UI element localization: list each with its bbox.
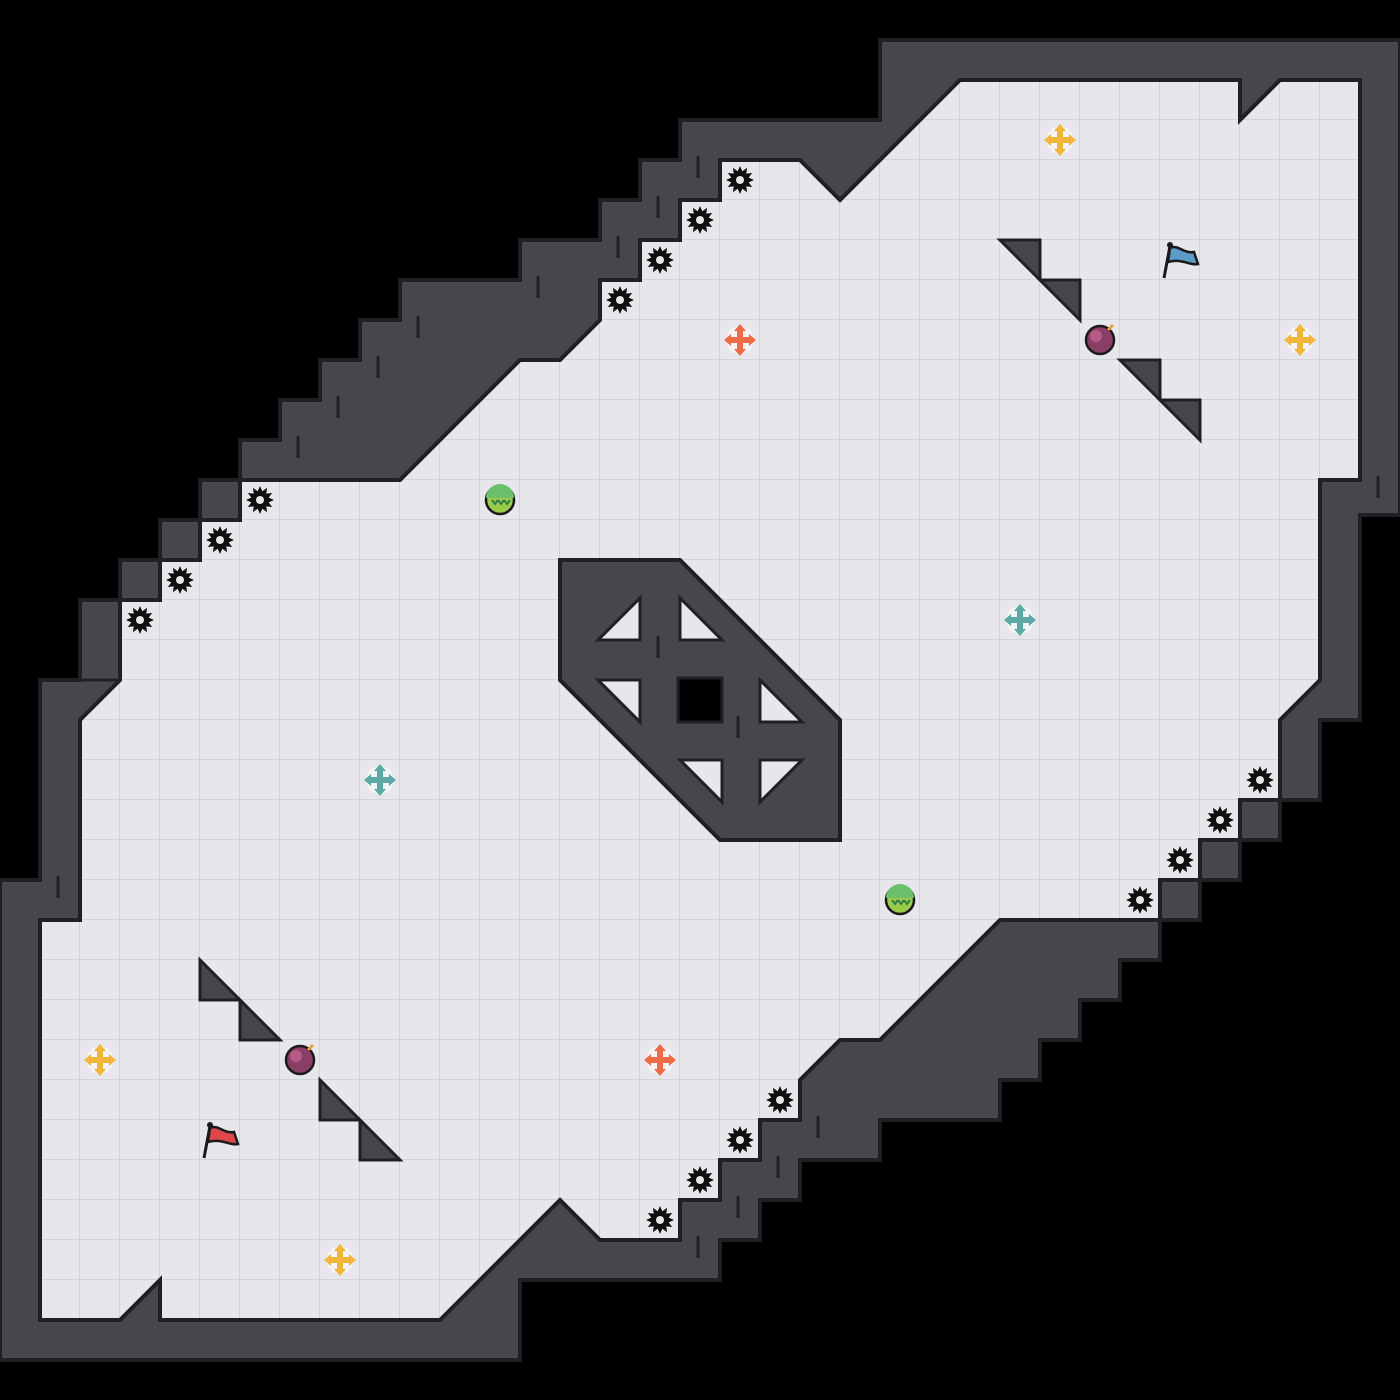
spike-icon — [686, 1166, 714, 1194]
spike-icon — [1246, 766, 1274, 794]
spike-hazards — [126, 166, 1274, 1234]
bombs — [284, 323, 1116, 1076]
floor-ramps — [198, 238, 1202, 1162]
spike-icon — [686, 206, 714, 234]
move-arrows-icon — [84, 1044, 116, 1076]
spike-icon — [726, 1126, 754, 1154]
move-arrows-icon — [644, 1044, 676, 1076]
bomb-icon — [284, 1043, 316, 1076]
spike-icon — [206, 526, 234, 554]
move-arrows-icon — [364, 764, 396, 796]
move-arrows-icon — [1004, 604, 1036, 636]
spike-icon — [606, 286, 634, 314]
center-obstacle — [558, 558, 842, 842]
move-arrows-icon — [1044, 124, 1076, 156]
move-arrows-icon — [324, 1244, 356, 1276]
spike-icon — [646, 246, 674, 274]
blue-flag-icon — [1162, 242, 1200, 279]
bomb-icon — [1084, 323, 1116, 356]
spike-icon — [166, 566, 194, 594]
move-arrows-icon — [1284, 324, 1316, 356]
wall-blocks — [118, 478, 1282, 922]
spike-icon — [646, 1206, 674, 1234]
spike-icon — [1126, 886, 1154, 914]
boosters — [484, 484, 916, 916]
flags — [202, 242, 1200, 1159]
spike-icon — [126, 606, 154, 634]
spike-icon — [246, 486, 274, 514]
move-arrows-icon — [724, 324, 756, 356]
spike-icon — [766, 1086, 794, 1114]
spike-icon — [1206, 806, 1234, 834]
booster-icon — [884, 884, 916, 916]
red-flag-icon — [202, 1122, 240, 1159]
pickups — [84, 124, 1316, 1276]
spike-icon — [726, 166, 754, 194]
booster-icon — [484, 484, 516, 516]
spike-icon — [1166, 846, 1194, 874]
wall-notches — [56, 156, 1380, 1258]
